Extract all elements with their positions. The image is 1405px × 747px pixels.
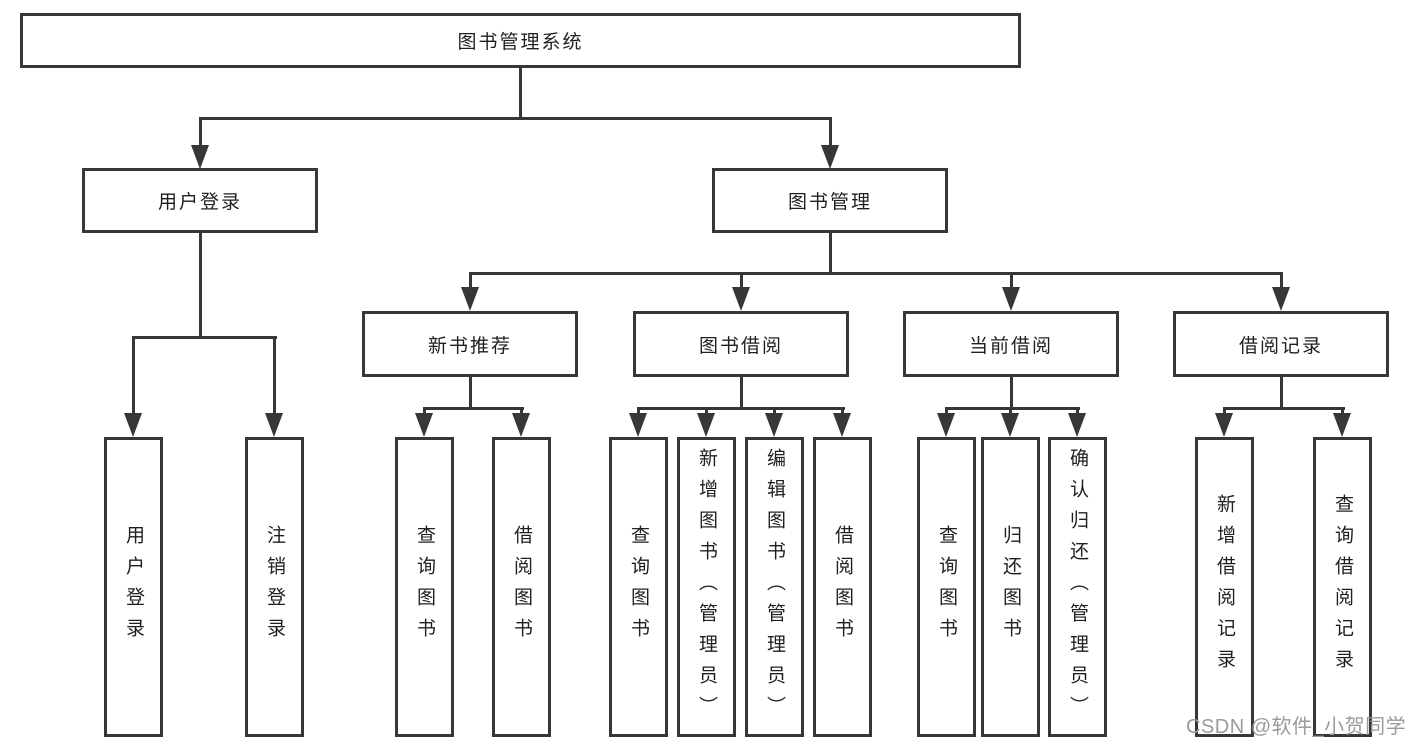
arrowhead: [1272, 287, 1290, 311]
leaf-edit-book-admin: 编辑图书（管理员）: [745, 437, 804, 737]
arrowhead: [732, 287, 750, 311]
connector-line: [637, 407, 845, 410]
leaf-query-books-newbook: 查询图书: [395, 437, 454, 737]
leaf-query-borrow-record: 查询借阅记录: [1313, 437, 1372, 737]
arrowhead: [265, 413, 283, 437]
leaf-add-book-admin: 新增图书（管理员）: [677, 437, 736, 737]
connector-line: [829, 233, 832, 274]
connector-line: [469, 272, 1283, 275]
connector-line: [273, 336, 276, 415]
arrowhead: [191, 145, 209, 169]
connector-line: [945, 407, 948, 416]
connector-line: [1223, 407, 1226, 416]
connector-line: [1010, 377, 1013, 409]
connector-line: [829, 117, 832, 147]
arrowhead: [629, 413, 647, 437]
connector-line: [637, 407, 640, 416]
node-book-management: 图书管理: [712, 168, 948, 233]
connector-line: [199, 117, 832, 120]
leaf-borrow-books-newbook: 借阅图书: [492, 437, 551, 737]
arrowhead: [1333, 413, 1351, 437]
leaf-add-borrow-record: 新增借阅记录: [1195, 437, 1254, 737]
connector-line: [423, 407, 426, 416]
connector-line: [1223, 407, 1345, 410]
arrowhead: [765, 413, 783, 437]
node-current-borrowing: 当前借阅: [903, 311, 1119, 377]
connector-line: [1076, 407, 1079, 416]
connector-line: [740, 377, 743, 409]
arrowhead: [1001, 413, 1019, 437]
connector-line: [519, 68, 522, 118]
leaf-return-books: 归还图书: [981, 437, 1040, 737]
connector-line: [469, 377, 472, 409]
arrowhead: [697, 413, 715, 437]
connector-line: [773, 407, 776, 416]
node-book-borrowing: 图书借阅: [633, 311, 849, 377]
arrowhead: [1002, 287, 1020, 311]
connector-line: [1341, 407, 1344, 416]
arrowhead: [512, 413, 530, 437]
arrowhead: [833, 413, 851, 437]
connector-line: [132, 336, 135, 415]
leaf-confirm-return-admin: 确认归还（管理员）: [1048, 437, 1107, 737]
connector-line: [132, 336, 277, 339]
leaf-query-books-current: 查询图书: [917, 437, 976, 737]
arrowhead: [461, 287, 479, 311]
connector-line: [945, 407, 1080, 410]
connector-line: [1009, 407, 1012, 416]
connector-line: [469, 272, 472, 290]
leaf-logout: 注销登录: [245, 437, 304, 737]
connector-line: [705, 407, 708, 416]
connector-line: [199, 117, 202, 147]
connector-line: [1280, 377, 1283, 409]
arrowhead: [937, 413, 955, 437]
arrowhead: [821, 145, 839, 169]
leaf-user-login: 用户登录: [104, 437, 163, 737]
connector-line: [1010, 272, 1013, 290]
node-user-login: 用户登录: [82, 168, 318, 233]
node-library-system: 图书管理系统: [20, 13, 1021, 68]
connector-line: [423, 407, 524, 410]
csdn-watermark: CSDN @软件_小贺同学: [1186, 716, 1405, 738]
arrowhead: [1215, 413, 1233, 437]
leaf-query-books-borrow: 查询图书: [609, 437, 668, 737]
leaf-borrow-books: 借阅图书: [813, 437, 872, 737]
arrowhead: [1068, 413, 1086, 437]
node-borrowing-records: 借阅记录: [1173, 311, 1389, 377]
connector-line: [199, 233, 202, 337]
connector-line: [841, 407, 844, 416]
connector-line: [740, 272, 743, 290]
connector-line: [1280, 272, 1283, 290]
connector-line: [520, 407, 523, 416]
node-new-book-recommendation: 新书推荐: [362, 311, 578, 377]
arrowhead: [415, 413, 433, 437]
arrowhead: [124, 413, 142, 437]
